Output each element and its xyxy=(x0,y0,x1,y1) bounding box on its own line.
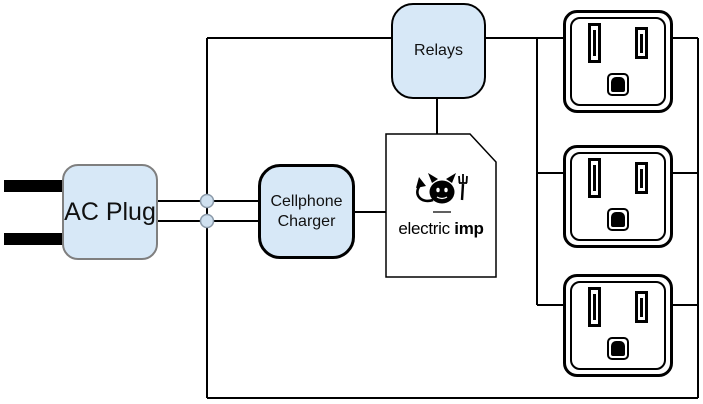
electric-imp-wordmark: electric imp xyxy=(398,219,484,239)
outlet-1 xyxy=(563,10,673,113)
outlet-3-faceplate xyxy=(570,281,666,370)
node-electric-imp-card: electric imp xyxy=(385,133,497,278)
node-cellphone-charger: Cellphone Charger xyxy=(258,164,355,259)
outlet-2-hot-slot-icon xyxy=(635,162,648,194)
outlet-3-ground-hole-icon xyxy=(607,337,629,360)
brand-electric: electric xyxy=(398,219,450,238)
outlet-1-ground-hole-icon xyxy=(607,73,629,96)
outlet-3-neutral-slot-icon xyxy=(588,287,601,327)
outlet-1-neutral-slot-icon xyxy=(588,23,601,63)
node-relays: Relays xyxy=(391,3,486,99)
outlet-1-faceplate xyxy=(570,17,666,106)
outlet-1-hot-slot-icon xyxy=(635,27,648,59)
outlet-3 xyxy=(563,274,673,377)
ac-plug-prong-icon xyxy=(4,180,64,192)
junction-dot-1 xyxy=(199,193,215,209)
junction-dot-2 xyxy=(199,213,215,229)
electric-imp-logo-block: electric imp xyxy=(385,171,497,239)
ac-plug-prong-icon xyxy=(4,233,64,245)
node-ac-plug: AC Plug xyxy=(62,164,158,260)
sd-card-shape xyxy=(385,133,497,278)
ac-plug-label: AC Plug xyxy=(64,197,156,226)
outlet-2 xyxy=(563,145,673,248)
electric-imp-devil-with-fork-logo-icon xyxy=(416,173,468,213)
outlet-2-faceplate xyxy=(570,152,666,241)
outlet-2-ground-hole-icon xyxy=(607,208,629,231)
relays-label: Relays xyxy=(414,42,463,60)
outlet-3-hot-slot-icon xyxy=(635,291,648,323)
charger-label: Cellphone Charger xyxy=(270,192,343,230)
outlet-2-neutral-slot-icon xyxy=(588,158,601,198)
brand-imp: imp xyxy=(454,219,484,238)
